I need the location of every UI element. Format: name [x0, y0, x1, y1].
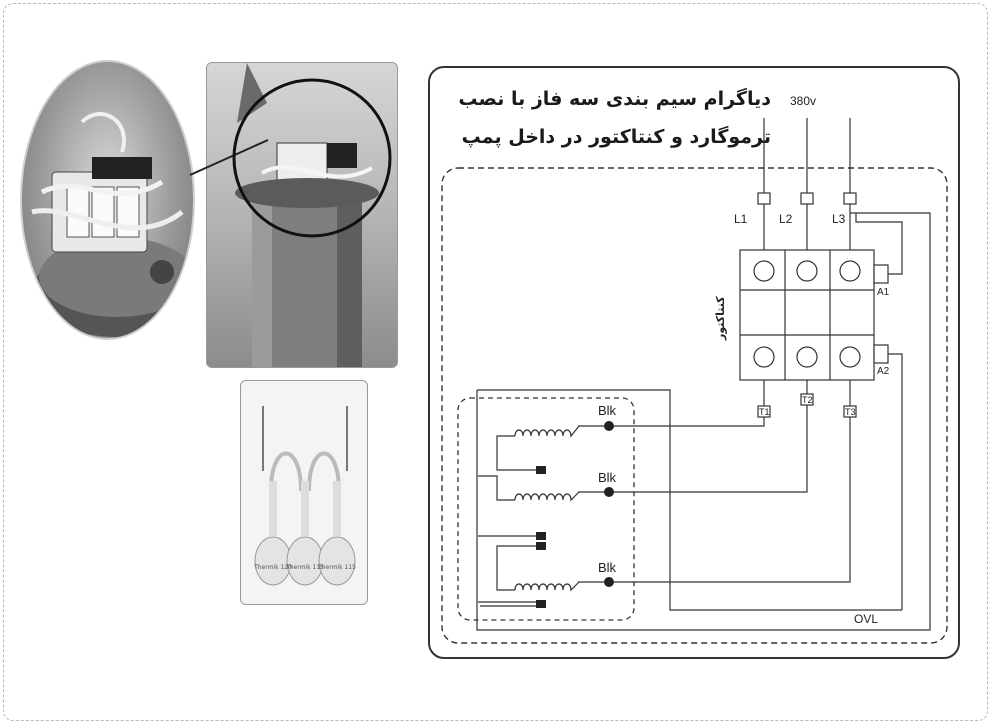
thermal-label-3: Thermik 115: [317, 564, 356, 571]
outer-frame: [3, 3, 988, 721]
phase-label-l2: L2: [779, 212, 793, 226]
pump-head-photo: [20, 60, 195, 340]
winding-label-2: Blk: [598, 470, 617, 485]
contactor-label: کنتاکتور: [714, 296, 727, 340]
phase-label-l1: L1: [734, 212, 748, 226]
thermal-protectors-photo: Thermik 120 Thermik 115 Thermik 115: [240, 380, 368, 605]
output-label-t2: T2: [802, 395, 813, 405]
diagram-title-line1: دیاگرام سیم بندی سه فاز با نصب: [458, 88, 771, 110]
output-label-t3: T3: [845, 407, 856, 417]
coil-terminal-a1: A1: [877, 287, 890, 298]
voltage-label: 380v: [790, 94, 817, 108]
thermal-label-1: Thermik 120: [253, 564, 292, 571]
coil-terminal-a2: A2: [877, 366, 890, 377]
phase-label-l3: L3: [832, 212, 846, 226]
overload-label: OVL: [854, 612, 879, 626]
output-label-t1: T1: [759, 407, 770, 417]
thermal-label-2: Thermik 115: [285, 564, 324, 571]
diagram-title-line2: ترموگارد و کنتاکتور در داخل پمپ: [461, 126, 771, 148]
winding-label-1: Blk: [598, 403, 617, 418]
winding-label-3: Blk: [598, 560, 617, 575]
